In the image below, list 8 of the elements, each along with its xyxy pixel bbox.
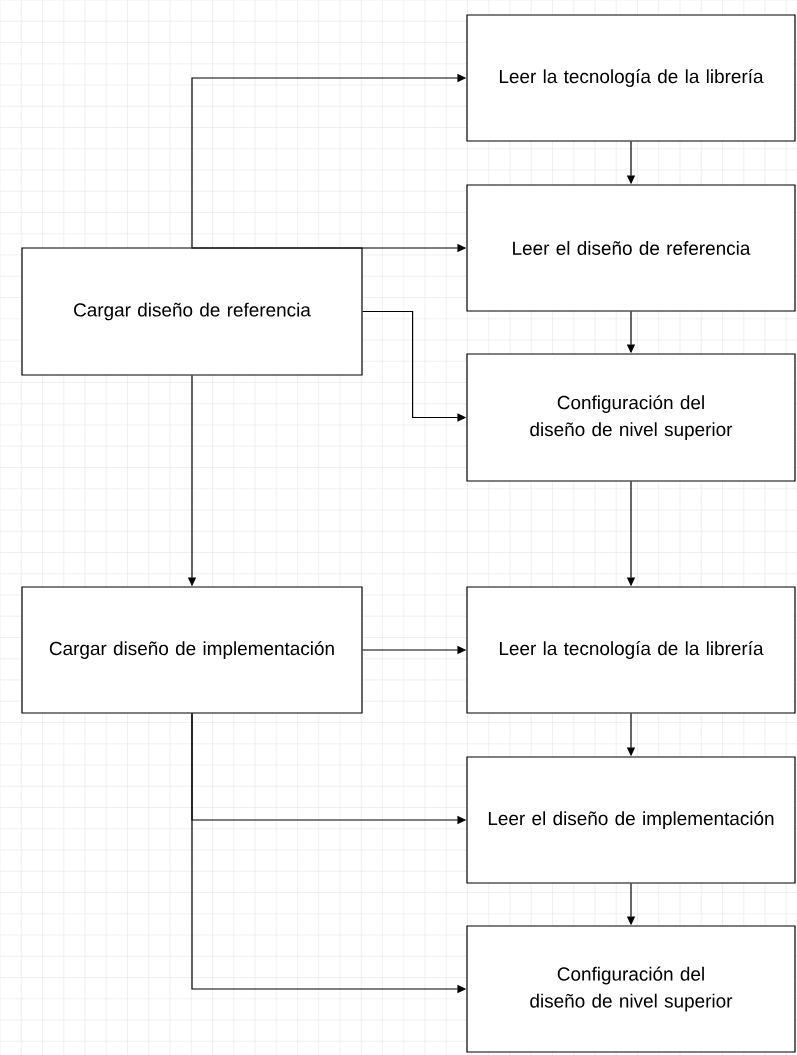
process-box: Leer la tecnología de la librería xyxy=(466,586,796,714)
process-box: Leer el diseño de implementación xyxy=(466,756,796,884)
process-box: Leer la tecnología de la librería xyxy=(466,14,796,142)
process-box: Leer el diseño de referencia xyxy=(466,184,796,312)
process-box: Configuración del diseño de nivel superior xyxy=(466,353,796,482)
process-box: Cargar diseño de referencia xyxy=(21,247,363,376)
process-box: Configuración del diseño de nivel superior xyxy=(466,925,796,1053)
process-box: Cargar diseño de implementación xyxy=(21,586,363,714)
